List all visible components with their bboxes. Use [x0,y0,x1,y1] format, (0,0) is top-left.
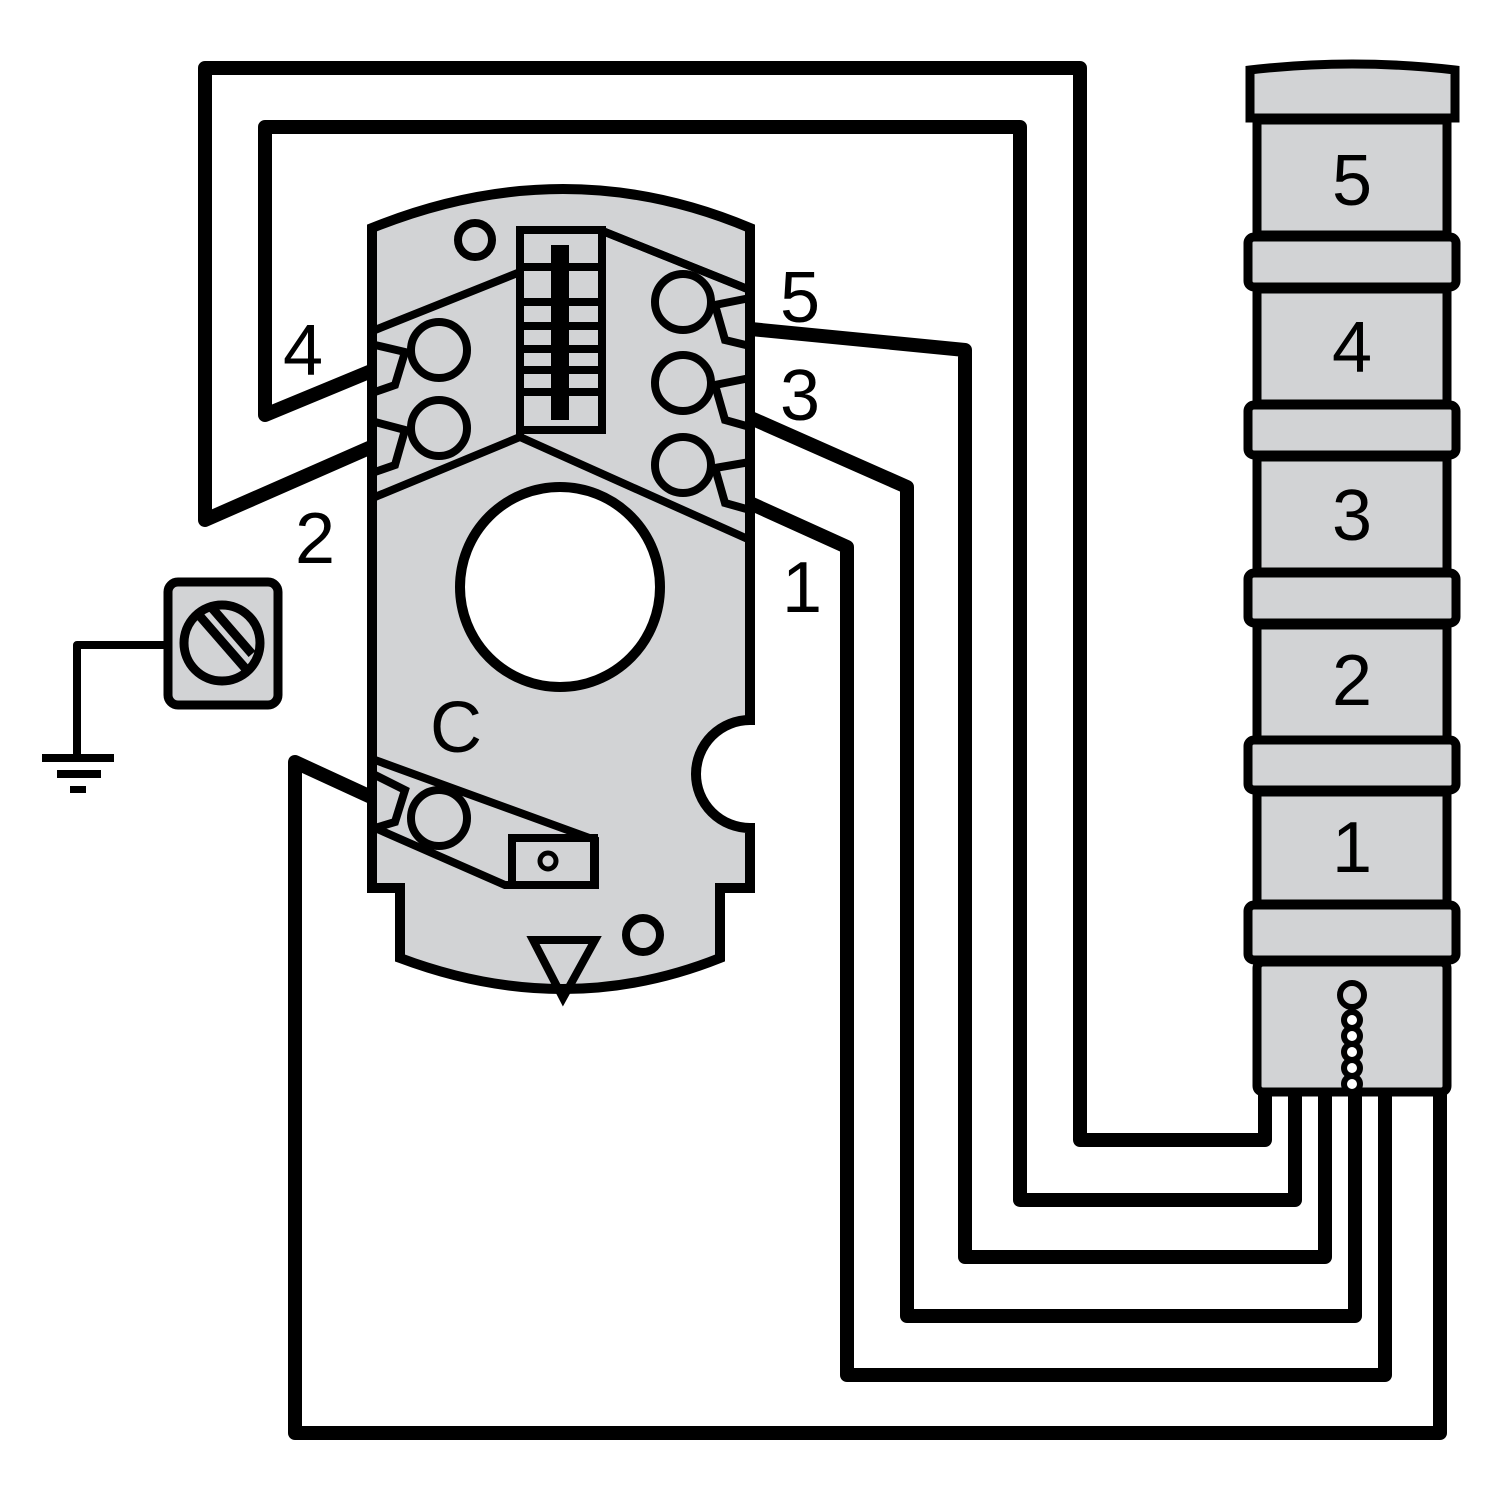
terminal-5 [651,270,751,350]
tower-tier-4: 4 [1252,284,1452,409]
terminal-4 [373,318,471,396]
common-lug [508,834,598,889]
tower-ring [1243,232,1461,292]
terminal-label-1: 1 [782,548,822,628]
wire-terminal-4 [258,120,1302,1207]
tower-tier-1: 1 [1252,787,1452,909]
wire-terminal-5 [709,318,1332,1264]
terminal-1 [651,433,752,514]
svg-text:4: 4 [1332,308,1372,388]
terminal-label-2: 2 [295,499,335,579]
terminal-label-4: 4 [283,311,323,391]
tower-tier-5: 5 [1252,115,1452,240]
contact-segment-right-bottom [518,433,752,544]
svg-text:5: 5 [1332,141,1372,221]
tower-ring [1243,400,1461,460]
shaft-hole [455,482,665,692]
rotary-switch: 4 2 5 3 1 C [283,184,822,1007]
tower-light: 5 4 3 2 1 [1243,59,1461,1097]
wire-terminal-3 [707,393,1362,1323]
mounting-hole-bottom [622,914,664,956]
wire-terminal-common [288,755,1447,1440]
ground-wire [73,641,168,757]
contact-segment-right-top [598,226,752,294]
terminal-3 [651,351,752,431]
terminal-2 [373,396,471,476]
tower-cap [1245,59,1460,123]
ground-icon [42,754,114,793]
terminal-label-5: 5 [780,258,820,338]
tower-ring [1243,735,1461,795]
wire-terminal-1 [707,478,1392,1382]
terminal-label-common: C [430,688,482,768]
mounting-hole-top [454,219,496,261]
tower-tier-2: 2 [1252,620,1452,745]
svg-text:2: 2 [1332,641,1372,721]
wires [198,61,1447,1440]
cable-gland-icon [1337,980,1367,1095]
terminal-common [373,771,471,850]
svg-text:1: 1 [1332,808,1372,888]
tower-ring [1243,900,1461,965]
ground-connection [42,577,283,793]
indicator-triangle-icon [526,936,602,1007]
terminal-label-3: 3 [780,356,820,436]
contact-ladder [516,226,606,434]
tower-tier-3: 3 [1252,452,1452,577]
common-lug-hole [537,850,559,872]
tower-ring [1243,568,1461,628]
svg-text:3: 3 [1332,476,1372,556]
wire-terminal-2 [198,61,1272,1147]
